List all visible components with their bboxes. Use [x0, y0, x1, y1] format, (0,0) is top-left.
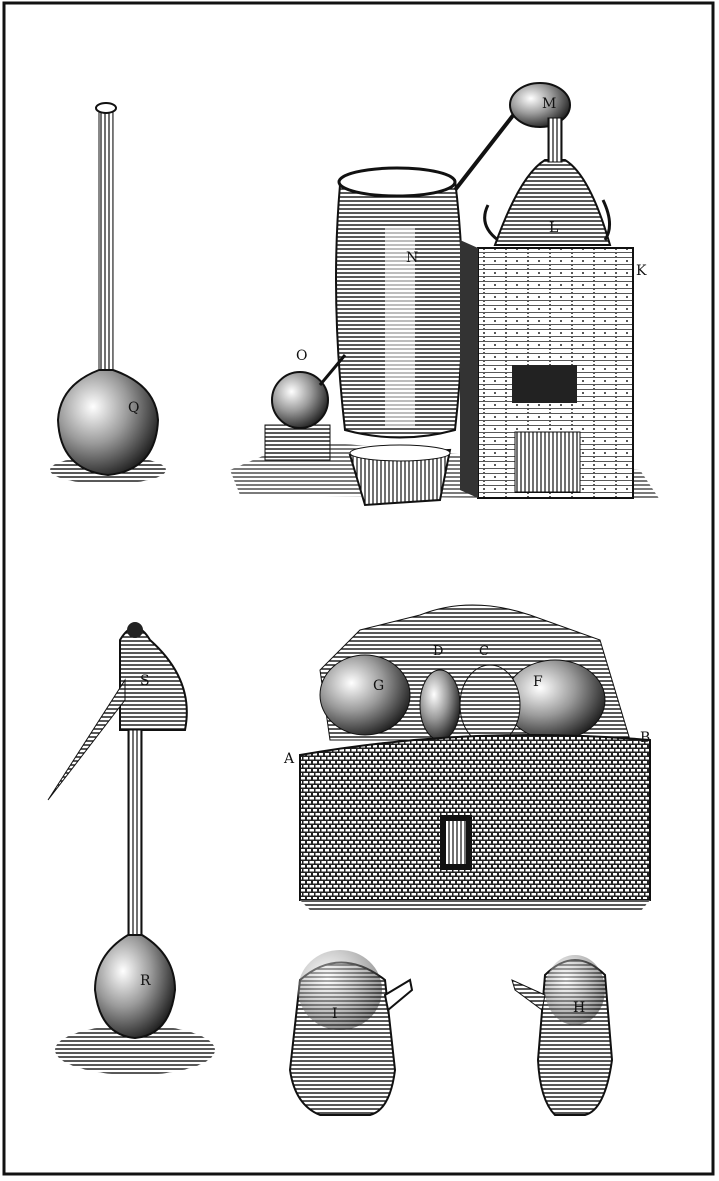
barrel-cooler-n: N — [335, 98, 527, 439]
receiver-flask-o: O — [264, 348, 347, 461]
label-a: A — [283, 751, 295, 767]
label-i: I — [332, 1006, 338, 1022]
label-h: H — [573, 1000, 585, 1016]
pot-i: I — [288, 950, 414, 1116]
furnace-a-b: G F D C A B — [283, 604, 651, 912]
pot-h: H — [511, 955, 614, 1116]
label-d: D — [433, 644, 443, 659]
label-n: N — [406, 250, 418, 266]
label-f: F — [533, 674, 543, 690]
label-m: M — [542, 96, 556, 112]
label-o: O — [296, 348, 307, 364]
alembic-l: L — [483, 159, 612, 246]
cucurbit-r-with-head-s: S R — [47, 622, 215, 1075]
alembic-head-m: M — [509, 82, 571, 163]
label-s: S — [140, 673, 150, 689]
label-r: R — [140, 973, 151, 989]
label-l: L — [549, 220, 558, 236]
brick-furnace-k: K — [460, 240, 647, 499]
label-g: G — [373, 678, 384, 694]
label-q: Q — [128, 400, 139, 416]
long-neck-flask-q: Q — [50, 102, 166, 484]
label-b: B — [640, 730, 650, 746]
label-c: C — [479, 644, 489, 659]
label-k: K — [636, 263, 647, 279]
